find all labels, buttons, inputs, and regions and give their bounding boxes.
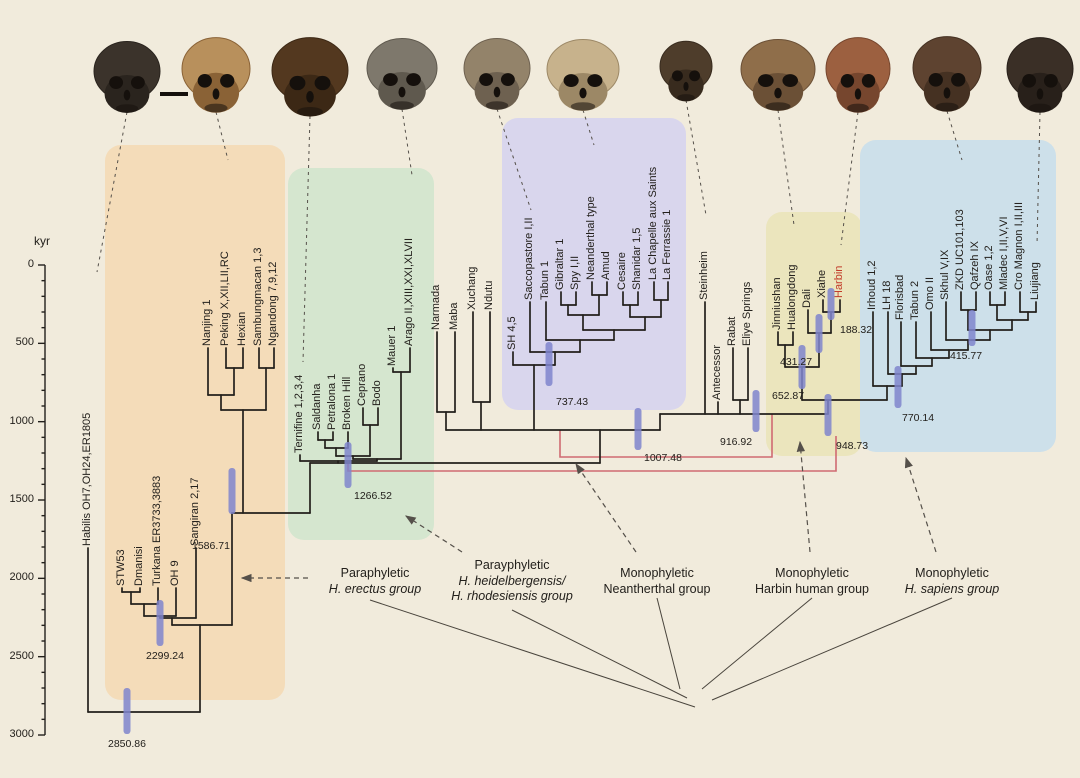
group-boxes (105, 118, 1056, 700)
credible-interval-bar (894, 366, 902, 408)
credible-interval-bar (123, 688, 131, 734)
skull-row (93, 36, 1074, 117)
group-box-box_sapiens (860, 140, 1056, 452)
tree-branches (87, 281, 1037, 713)
time-axis (38, 264, 46, 736)
skull-icon-9 (825, 37, 891, 113)
group-box-box_harbin (766, 212, 862, 456)
skull-icon-10 (912, 36, 982, 112)
skull-icon-2 (181, 37, 251, 113)
credible-interval-bar (545, 342, 553, 386)
summary-guide-lines (369, 597, 953, 708)
credible-interval-bar (156, 600, 164, 646)
credible-interval-bar (634, 408, 642, 450)
credible-interval-bar (815, 314, 823, 353)
axis-unit-label: kyr (34, 234, 50, 248)
skull-icon-7 (659, 40, 713, 102)
node-age-bars (123, 288, 976, 734)
credible-interval-bar (228, 468, 236, 514)
credible-interval-bar (344, 442, 352, 488)
credible-interval-bar (798, 345, 806, 389)
skull-icon-3 (271, 37, 349, 117)
skull-icon-11 (1006, 37, 1074, 113)
group-box-box_neanderthal (502, 118, 686, 410)
credible-interval-bar (827, 288, 835, 320)
skull-icon-8 (740, 39, 816, 111)
credible-interval-bar (824, 394, 832, 436)
scale-bar (160, 92, 188, 96)
skull-icon-5 (463, 38, 531, 110)
group-box-box_erectus (105, 145, 285, 700)
skull-icon-6 (546, 39, 620, 111)
skull-connector-lines (96, 99, 1041, 363)
skull-icon-4 (366, 38, 438, 110)
credible-interval-bar (968, 310, 976, 346)
group-arrows (240, 440, 937, 583)
skull-icon-1 (93, 41, 161, 113)
credible-interval-bar (752, 390, 760, 432)
